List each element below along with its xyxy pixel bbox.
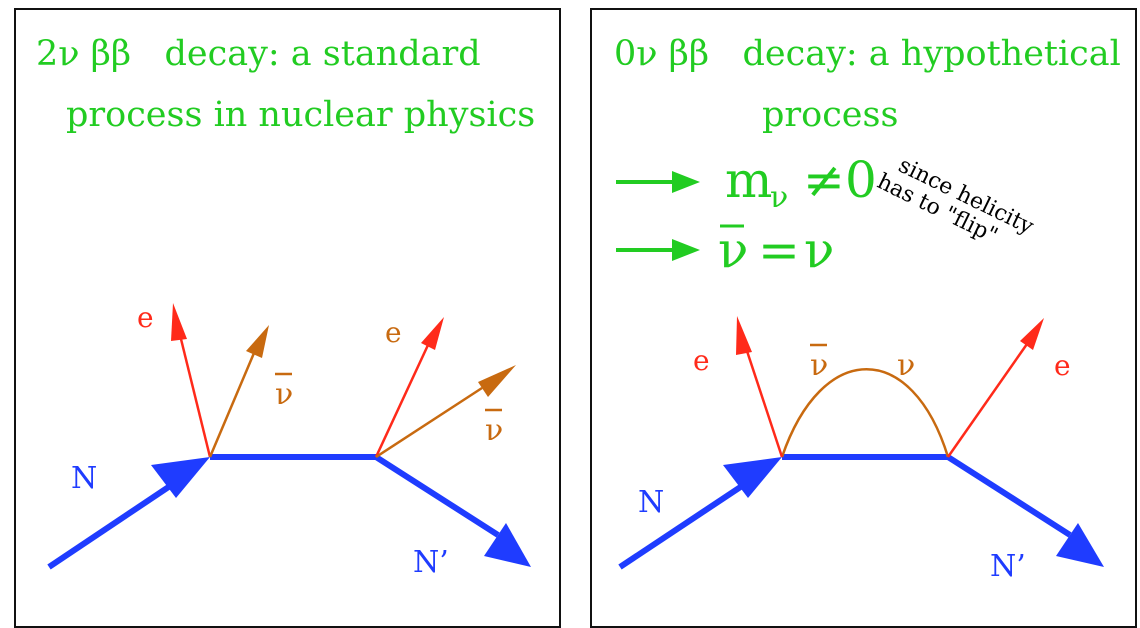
left-panel-2nu-double-beta: 2ν ββ decay: a standard process in nucle…	[14, 8, 561, 628]
left-electron-1-line	[178, 334, 212, 458]
not-equal-sign: ≠	[803, 151, 845, 209]
equals-sign: =	[758, 221, 800, 279]
right-antineutrino-label: ν	[810, 348, 828, 383]
left-incoming-nucleus-arrowhead	[151, 457, 210, 498]
left-title-line1: 2ν ββ decay: a standard	[36, 34, 481, 74]
left-nucleus-in-label: N	[71, 461, 97, 496]
mass-zero: 0	[845, 151, 877, 209]
left-outgoing-nucleus-arrowhead	[484, 523, 531, 567]
left-electron-2-label: e	[385, 316, 402, 349]
left-antineutrino-2-line	[375, 386, 483, 459]
left-title-prefix: 2ν ββ	[36, 34, 132, 74]
right-panel-0nu-double-beta: 0ν ββ decay: a hypothetical process m ν …	[590, 8, 1137, 628]
right-electron-2-label: e	[1054, 349, 1071, 382]
left-electron-1-label: e	[137, 301, 154, 334]
right-incoming-nucleus-line	[618, 479, 750, 570]
neutrino-exchange-arc	[780, 368, 950, 458]
implication-arrow-1-head	[672, 171, 700, 193]
mass-m: m	[725, 151, 772, 209]
left-outgoing-nucleus-line	[374, 454, 500, 538]
left-antineutrino-1-line	[208, 352, 256, 458]
right-outgoing-nucleus-arrowhead	[1056, 523, 1104, 567]
right-electron-2-arrowhead	[1020, 318, 1044, 350]
right-electron-2-line	[946, 343, 1029, 458]
right-nucleus-in-label: N	[638, 485, 664, 520]
left-antineutrino-2-arrowhead	[478, 365, 516, 397]
left-antineutrino-1-arrowhead	[246, 325, 269, 358]
left-feynman-diagram: e ν e ν N N’	[47, 301, 531, 580]
neutrino-symbol: ν	[804, 221, 834, 279]
right-neutrino-label: ν	[897, 348, 915, 383]
left-title-rest: decay: a standard	[164, 34, 481, 74]
implication-arrow-2-head	[672, 239, 700, 261]
right-nucleus-out-label: N’	[990, 549, 1026, 584]
right-incoming-nucleus-arrowhead	[723, 457, 782, 498]
right-title-rest: decay: a hypothetical	[742, 34, 1121, 74]
antineutrino-symbol: ν	[718, 221, 748, 279]
left-electron-1-arrowhead	[171, 303, 187, 341]
helicity-note: since helicity has to "flip"	[873, 153, 1038, 249]
right-title-line1: 0ν ββ decay: a hypothetical	[614, 34, 1121, 74]
right-outgoing-nucleus-line	[946, 454, 1072, 538]
left-nucleus-out-label: N’	[413, 545, 449, 580]
left-antineutrino-1-label: ν	[275, 377, 293, 412]
right-feynman-diagram: m ν ≠ 0 ν = ν since helicity has to "fli…	[616, 151, 1104, 584]
left-electron-2-line	[374, 344, 430, 458]
left-electron-2-arrowhead	[421, 317, 444, 350]
left-incoming-nucleus-line	[47, 479, 178, 570]
right-title-prefix: 0ν ββ	[614, 34, 710, 74]
left-antineutrino-2-label: ν	[485, 413, 503, 448]
right-electron-1-line	[744, 347, 784, 458]
right-electron-1-label: e	[693, 344, 710, 377]
right-electron-1-arrowhead	[736, 316, 752, 355]
mass-subscript-nu: ν	[770, 180, 788, 215]
left-title-line2: process in nuclear physics	[66, 95, 536, 135]
right-title-line2: process	[762, 95, 899, 135]
